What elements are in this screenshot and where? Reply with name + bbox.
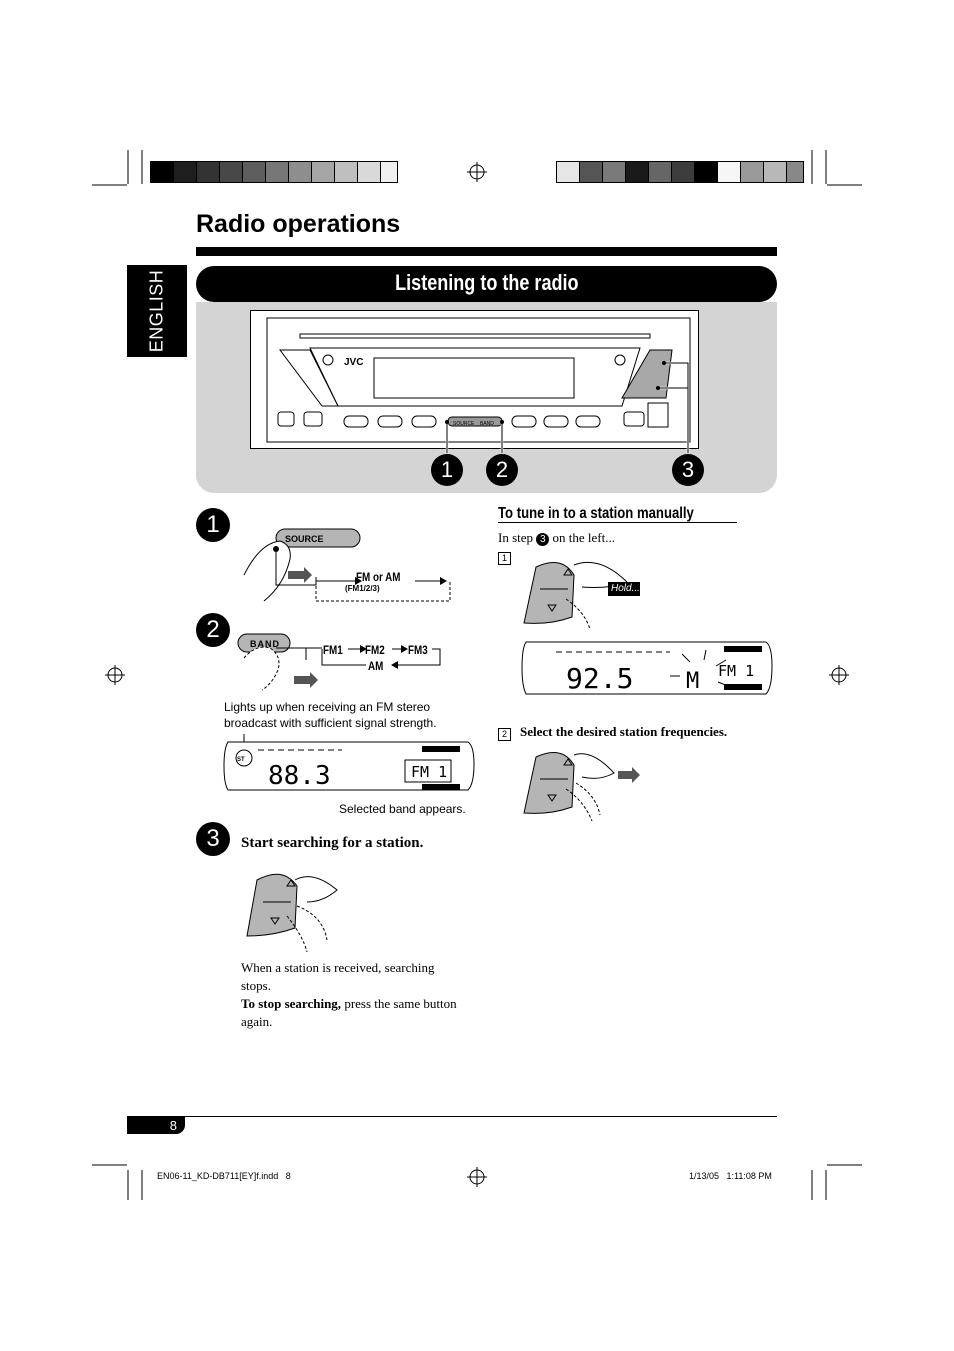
step-2-number: 2 (196, 613, 230, 647)
manual-heading-wrap: To tune in to a station manually (498, 505, 737, 523)
step-2-band-button: BAND (250, 639, 280, 649)
step-1-illustration: SOURCE (243, 528, 451, 602)
manual-select-illustration (523, 752, 640, 822)
car-stereo-faceplate: JVC SOURCE BAND (250, 310, 699, 453)
panel-brand: JVC (344, 357, 363, 368)
title-rule (196, 247, 777, 256)
step-3-stop-rest: press the same button again. (241, 996, 457, 1029)
page-title: Radio operations (196, 210, 401, 238)
step-2-band-fm2: FM2 (365, 643, 385, 657)
manual-sub-2: 2 (498, 727, 511, 741)
step-2-st-indicator: ST (237, 757, 245, 763)
step-2-band-display: FM 1 (411, 763, 447, 781)
manual-sub-2-text: Select the desired station frequencies. (520, 724, 728, 739)
color-bar-left (150, 161, 398, 183)
callout-3: 3 (672, 454, 704, 486)
manual-freq: 92.5 (566, 662, 633, 695)
manual-intro: In step 3 on the left... (498, 530, 615, 546)
step-3-number: 3 (196, 822, 230, 856)
page-number-text: 8 (169, 1118, 177, 1133)
panel-source-label: SOURCE (453, 421, 475, 427)
step-1-result: FM or AM (356, 570, 401, 584)
manual-mem: M (686, 669, 699, 694)
footer-rule (127, 1116, 777, 1117)
panel-band-label: BAND (480, 421, 494, 427)
manual-heading: To tune in to a station manually (498, 505, 694, 522)
color-bar-right (556, 161, 804, 183)
side-tab: ENGLISH (127, 265, 187, 357)
step-2-illustration: BAND (237, 633, 441, 691)
step-3-stop-bold: To stop searching, (241, 996, 342, 1011)
footer-timestamp: 1/13/05 1:11:08 PM (689, 1171, 772, 1181)
step-2-note-top: Lights up when receiving an FM stereo br… (224, 700, 437, 730)
step-2-display: ST 88.3 FM 1 (223, 734, 475, 791)
callout-1: 1 (431, 454, 463, 486)
step-1-source-button: SOURCE (285, 534, 324, 544)
step-2-note-bottom: Selected band appears. (339, 802, 466, 816)
step-2-freq: 88.3 (268, 761, 331, 791)
step-2-band-am: AM (368, 659, 384, 673)
side-tab-label: ENGLISH (146, 269, 167, 353)
manual-intro-ref: 3 (536, 532, 550, 546)
step-3-body: When a station is received, searching st… (241, 960, 435, 993)
manual-hold-label: Hold... (611, 583, 640, 594)
manual-intro-pre: In step (498, 530, 537, 545)
callout-2: 2 (486, 454, 518, 486)
manual-sub-1: 1 (498, 551, 511, 565)
step-3-heading: Start searching for a station. (241, 835, 424, 851)
step-2-band-fm3: FM3 (408, 643, 428, 657)
section-title-bar: Listening to the radio (196, 266, 777, 302)
step-1-number: 1 (196, 508, 230, 542)
step-3-stop-note: To stop searching, press the same button… (241, 995, 463, 1031)
manual-hold-illustration (523, 561, 640, 630)
section-title: Listening to the radio (394, 270, 579, 295)
step-2-band-fm1: FM1 (323, 643, 343, 657)
page-number: 8 (127, 1117, 185, 1134)
manual-band-display: FM 1 (718, 662, 754, 680)
step-3-illustration (246, 873, 338, 953)
step-1-result-sub: (FM1/2/3) (345, 584, 380, 593)
manual-display: 92.5 M FM 1 (521, 641, 773, 695)
footer-file: EN06-11_KD-DB711[EY]f.indd 8 (157, 1171, 291, 1181)
manual-intro-post: on the left... (549, 530, 615, 545)
